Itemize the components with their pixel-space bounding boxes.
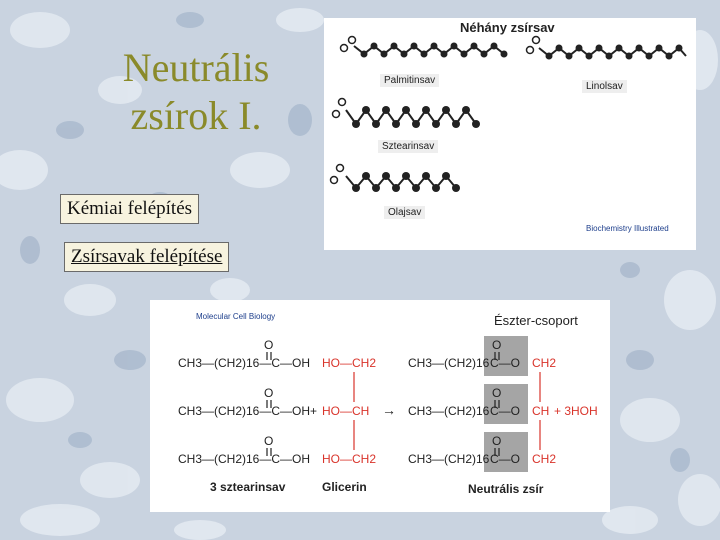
acid-carbonyl-o-3: O [264, 434, 274, 448]
glycerol-bot: HO—CH2 [322, 452, 377, 466]
acid-formula-3: CH3—(CH2)16—C—OH [178, 452, 311, 466]
chemical-structure-link[interactable]: Kémiai felépítés [60, 194, 200, 224]
fat-ch-mid: CH [532, 404, 550, 418]
linoleic-chain [538, 46, 687, 58]
fatty-acid-structure-link[interactable]: Zsírsavak felépítése [64, 242, 230, 272]
fat-chain-3: CH3—(CH2)16 [408, 452, 490, 466]
figure-credit: Biochemistry Illustrated [586, 224, 669, 233]
glycerol-top: HO—CH2 [322, 356, 377, 370]
acid-carbonyl-o-2: O [264, 386, 274, 400]
ester-group-1: C—O [490, 356, 520, 370]
acid-formula-1: CH3—(CH2)16—C—OH [178, 356, 311, 370]
neutral-fat-label: Neutrális zsír [468, 482, 544, 496]
reaction-arrow: → [382, 402, 396, 418]
fat-chain-1: CH3—(CH2)16 [408, 356, 490, 370]
ester-group-3: C—O [490, 452, 520, 466]
slide-title: Neutrális zsírok I. [96, 44, 296, 140]
stearic-label: Sztearinsav [378, 140, 439, 153]
ester-carbonyl-o-3: O [492, 434, 502, 448]
ester-group-2: C—O [490, 404, 520, 418]
title-line-2: zsírok I. [130, 93, 262, 138]
fat-ch2-top: CH2 [532, 356, 557, 370]
stearic-acid-label: 3 sztearinsav [210, 480, 286, 494]
ester-group-label: Észter-csoport [494, 313, 578, 328]
fatty-acid-chains [329, 35, 687, 192]
acid-carbonyl-o-1: O [264, 338, 274, 352]
fatty-acid-figure: Néhány zsírsav Palmitinsav Linolsav Szte… [324, 18, 696, 250]
bond-lines [266, 352, 541, 456]
fatty-acids-heading: Néhány zsírsav [460, 20, 555, 35]
acid-formula-2: CH3—(CH2)16—C—OH [178, 404, 311, 418]
plus-sign: + [310, 404, 318, 418]
title-line-1: Neutrális [122, 45, 270, 90]
water-byproduct: + 3HOH [554, 404, 598, 418]
linoleic-label: Linolsav [582, 80, 627, 93]
oleic-label: Olajsav [384, 206, 426, 219]
fat-ch2-bot: CH2 [532, 452, 557, 466]
figure-source: Molecular Cell Biology [196, 312, 276, 321]
ester-carbonyl-o-2: O [492, 386, 502, 400]
ester-reaction-figure: Molecular Cell Biology Észter-csoport O … [150, 300, 610, 512]
ester-highlight-2 [484, 384, 528, 424]
glycerol-mid: HO—CH [322, 404, 370, 418]
fat-chain-2: CH3—(CH2)16 [408, 404, 490, 418]
glycerol-label: Glicerin [322, 480, 367, 494]
ester-highlight-3 [484, 432, 528, 472]
palmitic-chain [353, 44, 505, 56]
ester-highlight-1 [484, 336, 528, 376]
palmitic-label: Palmitinsav [380, 74, 440, 87]
ester-carbonyl-o-1: O [492, 338, 502, 352]
